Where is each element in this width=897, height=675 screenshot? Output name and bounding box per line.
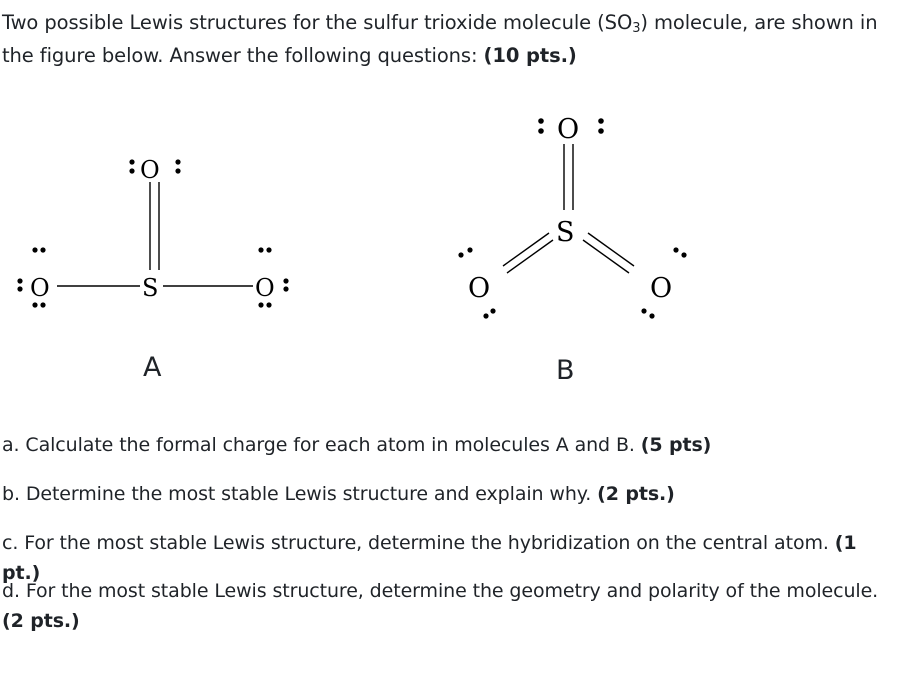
structure-b-sulfur: S xyxy=(556,217,575,248)
question-d: d. For the most stable Lewis structure, … xyxy=(2,576,894,636)
double-bond xyxy=(502,232,554,274)
structure-b-left-oxygen: O xyxy=(468,273,490,304)
question-points: (2 pts.) xyxy=(597,483,675,505)
question-text: a. Calculate the formal charge for each … xyxy=(2,434,641,456)
structure-a-label: A xyxy=(143,352,162,383)
lone-pairs-right-oxygen xyxy=(641,247,687,319)
question-text: b. Determine the most stable Lewis struc… xyxy=(2,483,598,505)
structure-b-label: B xyxy=(556,355,575,386)
intro-text: Two possible Lewis structures for the su… xyxy=(2,11,633,34)
intro-text-continued: ) molecule, are shown in the figure belo… xyxy=(2,11,878,67)
lewis-structures-figure: O O S O A O xyxy=(17,114,687,386)
lone-pair xyxy=(129,159,181,174)
question-points: (2 pts.) xyxy=(2,610,80,632)
lone-pairs-right-oxygen xyxy=(258,247,289,308)
question-text: d. For the most stable Lewis structure, … xyxy=(2,580,879,602)
question-text: c. For the most stable Lewis structure, … xyxy=(2,532,835,554)
structure-a-top-oxygen: O xyxy=(140,156,160,184)
double-bond xyxy=(563,144,574,210)
structure-b: O S O O B xyxy=(458,114,687,386)
intro-points: (10 pts.) xyxy=(483,44,577,67)
double-bond xyxy=(582,232,635,274)
question-points: (5 pts) xyxy=(640,434,712,456)
lone-pair xyxy=(538,118,604,134)
structure-a-sulfur: S xyxy=(142,274,158,302)
question-b: b. Determine the most stable Lewis struc… xyxy=(2,479,894,509)
structure-a: O O S O A xyxy=(17,156,289,383)
structure-b-top-oxygen: O xyxy=(557,114,579,145)
structure-a-right-oxygen: O xyxy=(255,274,275,302)
intro-paragraph: Two possible Lewis structures for the su… xyxy=(2,6,894,72)
intro-subscript: 3 xyxy=(632,21,641,36)
structure-b-right-oxygen: O xyxy=(650,273,672,304)
question-c: c. For the most stable Lewis structure, … xyxy=(2,528,894,588)
lone-pairs-left-oxygen xyxy=(458,247,496,319)
structure-a-left-oxygen: O xyxy=(30,274,50,302)
question-points: (1 pt.) xyxy=(2,532,857,584)
lone-pairs-left-oxygen xyxy=(17,247,46,308)
question-a: a. Calculate the formal charge for each … xyxy=(2,430,894,460)
double-bond xyxy=(149,182,160,270)
